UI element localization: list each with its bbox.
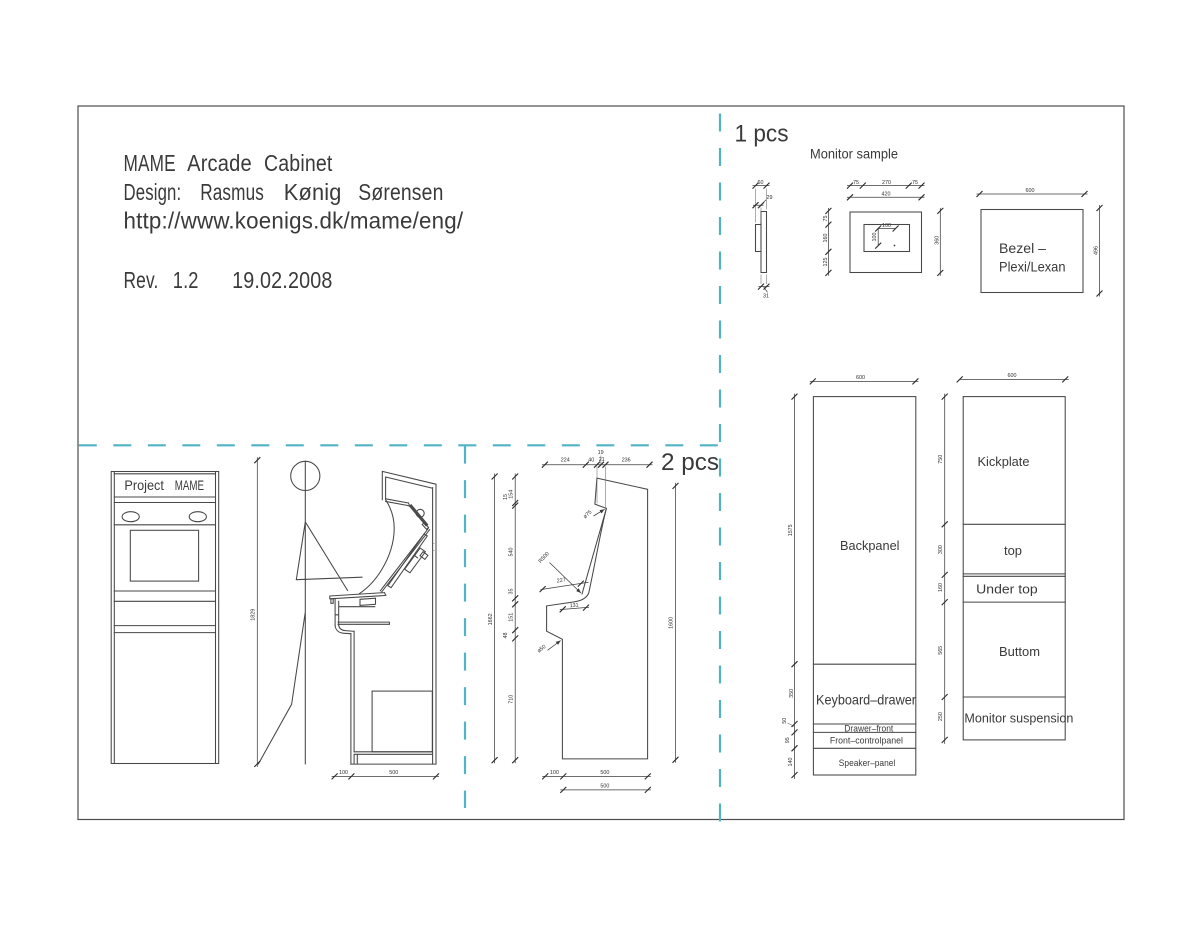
- svg-text:710: 710: [509, 695, 515, 704]
- svg-text:Plexi/Lexan: Plexi/Lexan: [999, 259, 1066, 275]
- svg-text:160: 160: [938, 583, 944, 592]
- svg-text:140: 140: [788, 758, 794, 767]
- svg-text:Buttom: Buttom: [999, 644, 1040, 659]
- svg-text:500: 500: [389, 770, 398, 776]
- svg-text:40: 40: [588, 457, 594, 463]
- svg-text:1829: 1829: [251, 609, 257, 621]
- svg-text:500: 500: [600, 784, 609, 790]
- svg-text:250: 250: [938, 712, 944, 721]
- svg-text:496: 496: [1093, 246, 1099, 255]
- svg-text:ø50: ø50: [536, 644, 547, 654]
- svg-text:29: 29: [767, 195, 773, 201]
- svg-text:Kickplate: Kickplate: [978, 454, 1030, 469]
- svg-text:600: 600: [856, 375, 865, 381]
- svg-text:151: 151: [509, 613, 515, 622]
- svg-text:Rev.1.219.02.2008: Rev.1.219.02.2008: [124, 267, 333, 293]
- svg-text:19: 19: [598, 450, 604, 456]
- svg-text:300: 300: [938, 545, 944, 554]
- svg-text:48: 48: [503, 633, 509, 639]
- svg-text:1 pcs: 1 pcs: [735, 121, 789, 148]
- svg-text:http://www.koenigs.dk/mame/eng: http://www.koenigs.dk/mame/eng/: [124, 208, 464, 234]
- svg-text:21: 21: [599, 457, 605, 463]
- svg-text:500: 500: [600, 770, 609, 776]
- svg-text:15: 15: [503, 494, 509, 500]
- svg-text:360: 360: [934, 236, 940, 245]
- svg-text:1575: 1575: [788, 524, 794, 536]
- svg-text:600: 600: [1026, 188, 1035, 194]
- svg-text:Monitor suspension: Monitor suspension: [964, 711, 1073, 726]
- svg-text:270: 270: [882, 180, 891, 186]
- svg-text:60: 60: [758, 180, 764, 186]
- svg-text:Drawer–front: Drawer–front: [844, 723, 893, 734]
- svg-text:227: 227: [556, 577, 566, 584]
- svg-text:Front–controlpanel: Front–controlpanel: [830, 736, 903, 747]
- svg-text:2 pcs: 2 pcs: [661, 449, 719, 476]
- svg-text:420: 420: [882, 192, 891, 198]
- svg-text:Under top: Under top: [976, 581, 1038, 596]
- svg-text:224: 224: [561, 457, 570, 463]
- svg-text:Backpanel: Backpanel: [840, 538, 900, 553]
- svg-text:50: 50: [782, 718, 788, 724]
- svg-text:100: 100: [872, 233, 878, 242]
- svg-text:160: 160: [823, 234, 829, 243]
- svg-text:100: 100: [339, 770, 348, 776]
- svg-text:350: 350: [789, 689, 795, 698]
- svg-text:top: top: [1004, 543, 1022, 558]
- svg-text:600: 600: [1008, 373, 1017, 379]
- svg-text:565: 565: [938, 646, 944, 655]
- svg-text:75: 75: [823, 216, 829, 222]
- svg-text:131: 131: [569, 603, 578, 610]
- svg-text:Keyboard–drawer: Keyboard–drawer: [816, 692, 916, 708]
- svg-text:750: 750: [938, 455, 944, 464]
- svg-text:540: 540: [509, 548, 515, 557]
- svg-text:236: 236: [622, 457, 631, 463]
- svg-text:Bezel –: Bezel –: [999, 240, 1046, 256]
- svg-text:31: 31: [763, 293, 769, 299]
- svg-text:1600: 1600: [669, 617, 675, 629]
- svg-text:Speaker–panel: Speaker–panel: [839, 758, 896, 769]
- svg-text:75: 75: [853, 180, 859, 186]
- svg-text:35: 35: [509, 589, 515, 595]
- svg-text:95: 95: [785, 737, 791, 743]
- svg-text:75: 75: [912, 180, 918, 186]
- svg-text:154: 154: [509, 490, 515, 499]
- svg-text:100: 100: [882, 223, 891, 229]
- svg-text:1662: 1662: [488, 613, 494, 625]
- svg-text:125: 125: [823, 258, 829, 267]
- svg-text:100: 100: [550, 770, 559, 776]
- svg-text:ø75: ø75: [582, 509, 593, 520]
- svg-text:Monitor sample: Monitor sample: [810, 146, 898, 162]
